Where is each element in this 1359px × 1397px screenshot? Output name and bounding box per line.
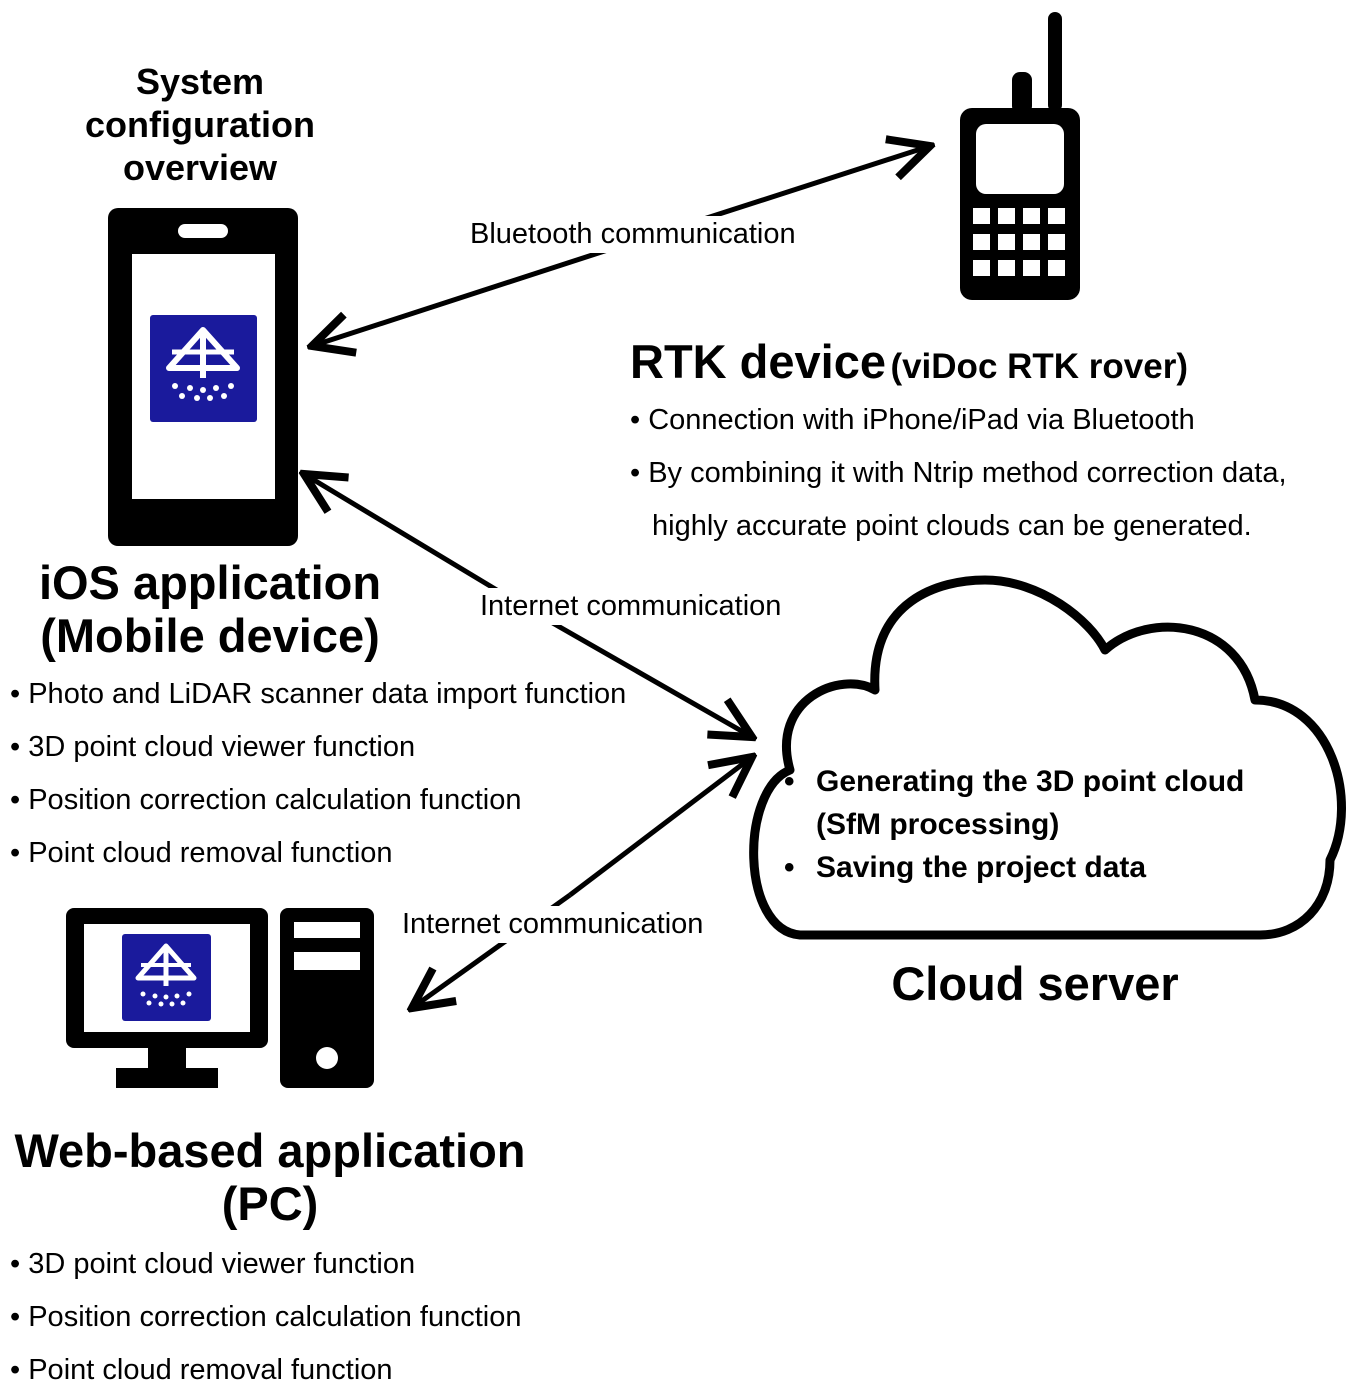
internet-arrow-mobile bbox=[304, 474, 752, 737]
ios-title-line1: iOS application bbox=[38, 556, 382, 609]
ios-title-line2: (Mobile device) bbox=[40, 609, 380, 662]
list-item: Position correction calculation function bbox=[10, 774, 626, 827]
app-logo-icon bbox=[150, 315, 257, 422]
list-item: Connection with iPhone/iPad via Bluetoot… bbox=[630, 394, 1287, 447]
cloud-icon bbox=[749, 575, 1346, 940]
list-item: Photo and LiDAR scanner data import func… bbox=[10, 668, 626, 721]
rtk-feature-list: Connection with iPhone/iPad via Bluetoot… bbox=[630, 394, 1287, 553]
web-feature-list: 3D point cloud viewer function Position … bbox=[10, 1238, 522, 1397]
walkie-talkie-icon bbox=[960, 12, 1080, 300]
bluetooth-label: Bluetooth communication bbox=[464, 216, 802, 253]
rtk-title-sub: (viDoc RTK rover) bbox=[890, 347, 1188, 386]
overview-title: System configuration overview bbox=[85, 61, 315, 188]
web-title-line1: Web-based application bbox=[14, 1124, 526, 1177]
ios-feature-list: Photo and LiDAR scanner data import func… bbox=[10, 668, 626, 880]
list-item: Point cloud removal function bbox=[10, 1344, 522, 1397]
ios-title: iOS application (Mobile device) bbox=[10, 556, 410, 662]
list-item: 3D point cloud viewer function bbox=[10, 1238, 522, 1291]
list-item: •Saving the project data bbox=[784, 851, 1147, 884]
rtk-title: RTK device (viDoc RTK rover) bbox=[630, 334, 1188, 389]
internet-label-mobile: Internet communication bbox=[474, 588, 788, 625]
list-item: highly accurate point clouds can be gene… bbox=[652, 510, 1252, 542]
list-item: By combining it with Ntrip method correc… bbox=[630, 447, 1286, 500]
web-title-line2: (PC) bbox=[221, 1177, 319, 1230]
list-item: Point cloud removal function bbox=[10, 827, 626, 880]
smartphone-icon bbox=[108, 208, 298, 546]
app-logo-icon bbox=[122, 934, 211, 1021]
desktop-pc-icon bbox=[66, 908, 374, 1088]
list-item: 3D point cloud viewer function bbox=[10, 721, 626, 774]
web-title: Web-based application (PC) bbox=[0, 1124, 540, 1230]
internet-label-pc: Internet communication bbox=[396, 906, 710, 943]
cloud-title: Cloud server bbox=[891, 957, 1179, 1010]
list-item: •Generating the 3D point cloud (SfM proc… bbox=[784, 765, 1245, 841]
rtk-title-main: RTK device bbox=[630, 335, 886, 388]
list-item: Position correction calculation function bbox=[10, 1291, 521, 1344]
cloud-feature-list: •Generating the 3D point cloud (SfM proc… bbox=[784, 760, 1276, 889]
